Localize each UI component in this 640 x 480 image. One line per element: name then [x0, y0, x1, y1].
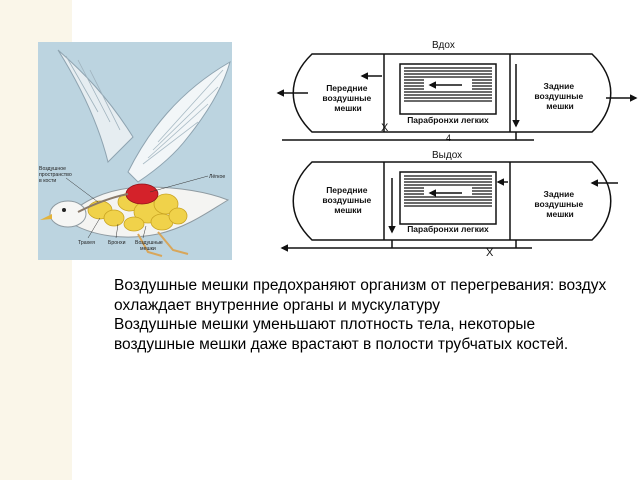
air-sacs-illustration [87, 192, 188, 232]
breathing-schematic-canvas: Вдох [276, 40, 638, 259]
caption-paragraph-cooling: Воздушные мешки предохраняют организм от… [114, 277, 607, 314]
inhale-front-sacs-label: Передние воздушные мешки [322, 83, 373, 113]
exhale-front-sacs-label: Передние воздушные мешки [322, 185, 373, 215]
inhale-parabronchi-lines [404, 67, 492, 102]
back-wing [57, 49, 134, 163]
inhale-valve-mark: X [381, 122, 389, 134]
bird-head [49, 200, 87, 228]
caption-paragraph-density: Воздушные мешки уменьшают плотность тела… [114, 316, 569, 353]
inhale-number-mark: 4 [446, 133, 451, 143]
exhale-parabronchi-lines [404, 175, 492, 207]
breathing-schematic: Вдох [272, 38, 640, 260]
inhale-title: Вдох [432, 40, 455, 51]
front-wing-feathers [142, 69, 224, 165]
exhale-parabronchi-label: Парабронхи легких [407, 224, 489, 234]
bird-leg [157, 231, 189, 255]
inhale-rear-sacs-label: Задние воздушные мешки [534, 81, 585, 111]
exhale-title: Выдох [432, 150, 462, 161]
caption-text: Воздушные мешки предохраняют организм от… [114, 276, 614, 354]
bird-eye [62, 208, 66, 212]
label-air-sacs: Воздушные мешки [135, 240, 164, 252]
inhale-parabronchi-label: Парабронхи легких [407, 115, 489, 125]
label-lung: Лёгкое [209, 174, 225, 180]
front-wing [127, 60, 231, 183]
label-bone-space: Воздушное пространство в кости [39, 166, 73, 184]
inhale-schematic [292, 53, 612, 133]
label-leader-lines [65, 175, 209, 239]
trachea-illustration [77, 193, 129, 213]
bird-leg-2 [137, 233, 163, 257]
label-trachea: Трахея [78, 240, 95, 246]
exhale-valve-mark: X [486, 247, 494, 259]
exhale-schematic [292, 161, 612, 241]
bird-beak [40, 214, 52, 220]
bird-anatomy-illustration: Воздушное пространство в кости Лёгкое Тр… [38, 42, 232, 260]
bird-illustration-canvas: Воздушное пространство в кости Лёгкое Тр… [38, 42, 232, 260]
back-wing-feathers [65, 55, 121, 131]
exhale-rear-sacs-label: Задние воздушные мешки [534, 189, 585, 219]
label-bronchi: Бронхи [108, 240, 126, 246]
lung-illustration [125, 183, 159, 205]
